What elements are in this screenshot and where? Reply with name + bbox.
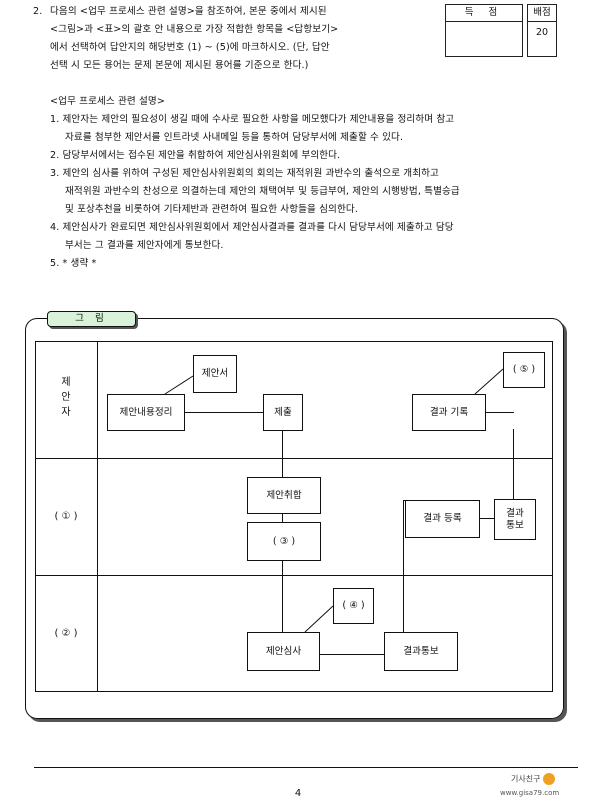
box-blank-3: ( ③ ): [247, 522, 321, 561]
logo-icon: [543, 773, 555, 785]
box-record-result: 결과 기록: [412, 394, 486, 431]
figure-tab: 그 림: [47, 311, 136, 327]
box-blank-5: ( ⑤ ): [503, 352, 545, 388]
footer-url: www.gisa79.com: [500, 789, 560, 797]
box-notify-result-a: 결과 통보: [494, 499, 536, 540]
swimlane-table: [35, 341, 553, 692]
desc-title: <업무 프로세스 관련 설명>: [50, 96, 165, 107]
connector: [282, 429, 283, 477]
lane-divider: [97, 341, 98, 691]
box-organize-proposal: 제안내용정리: [107, 394, 185, 431]
question-line-1: 다음의 <업무 프로세스 관련 설명>을 참조하여, 본문 중에서 제시된: [50, 6, 327, 17]
box-notify-result-b: 결과통보: [384, 632, 458, 671]
desc-item: 재적위원 과반수의 찬성으로 의결하는데 제안의 채택여부 및 등급부여, 제안…: [65, 186, 460, 197]
connector: [183, 412, 263, 413]
desc-item: 자료를 첨부한 제안서를 인트라넷 사내메일 등을 통하여 담당부서에 제출할 …: [65, 132, 404, 143]
connector: [513, 429, 514, 499]
question-line-2: <그림>과 <표>의 괄호 안 내용으로 가장 적합한 항목을 <답항보기>: [50, 24, 339, 35]
box-register-result: 결과 등록: [405, 500, 480, 538]
connector: [318, 654, 384, 655]
question-number: 2.: [33, 6, 43, 17]
desc-item: 5. * 생략 *: [50, 258, 97, 269]
desc-item: 4. 제안심사가 완료되면 제안심사위원회에서 제안심사결과를 결과를 다시 담…: [50, 222, 454, 233]
lane-label-blank-2: ( ② ): [54, 628, 78, 639]
connector: [484, 412, 514, 413]
box-proposal-document: 제안서: [193, 355, 237, 393]
box-submit: 제출: [263, 394, 303, 431]
desc-item: 2. 담당부서에서는 접수된 제안을 취합하여 제안심사위원회에 부의한다.: [50, 150, 341, 161]
box-blank-4: ( ④ ): [333, 588, 374, 624]
score-cell: 득 점: [445, 4, 523, 57]
figure-tab-label: 그 림: [75, 313, 108, 324]
logo-text: 기사친구: [511, 774, 541, 784]
desc-item: 부서는 그 결과를 제안자에게 통보한다.: [65, 240, 224, 251]
desc-item: 3. 제안의 심사를 위하여 구성된 제안심사위원회의 회의는 재적위원 과반수…: [50, 168, 439, 179]
connector: [403, 500, 404, 637]
lane-label-blank-1: ( ① ): [54, 511, 78, 522]
desc-item: 1. 제안자는 제안의 필요성이 생길 때에 수사로 필요한 사항을 메모했다가…: [50, 114, 455, 125]
question-line-4: 선택 시 모든 용어는 문제 본문에 제시된 용어를 기준으로 한다.): [50, 60, 309, 71]
footer-logo: 기사친구: [511, 773, 555, 785]
question-line-3: 에서 선택하여 답안지의 해당번호 (1) ~ (5)에 마크하시오. (단, …: [50, 42, 330, 53]
score-label: 득 점: [446, 5, 522, 22]
connector: [478, 518, 494, 519]
box-review-proposal: 제안심사: [247, 632, 320, 671]
lane-label-proposer: 제 안 자: [61, 377, 71, 418]
page-number: 4: [294, 788, 302, 799]
lane-divider: [35, 458, 552, 459]
allotment-cell: 배점 20: [527, 4, 557, 57]
allotment-label: 배점: [528, 5, 556, 22]
desc-item: 및 포상추천을 비롯하여 기타제반과 관련하여 필요한 사항들을 심의한다.: [65, 204, 358, 215]
connector: [282, 512, 283, 522]
figure-frame: [25, 318, 564, 719]
lane-divider: [35, 575, 552, 576]
footer-divider: [34, 767, 578, 768]
allotment-value: 20: [535, 27, 549, 38]
connector: [282, 559, 283, 638]
connector: [403, 500, 405, 501]
box-collect-proposals: 제안취합: [247, 477, 321, 514]
